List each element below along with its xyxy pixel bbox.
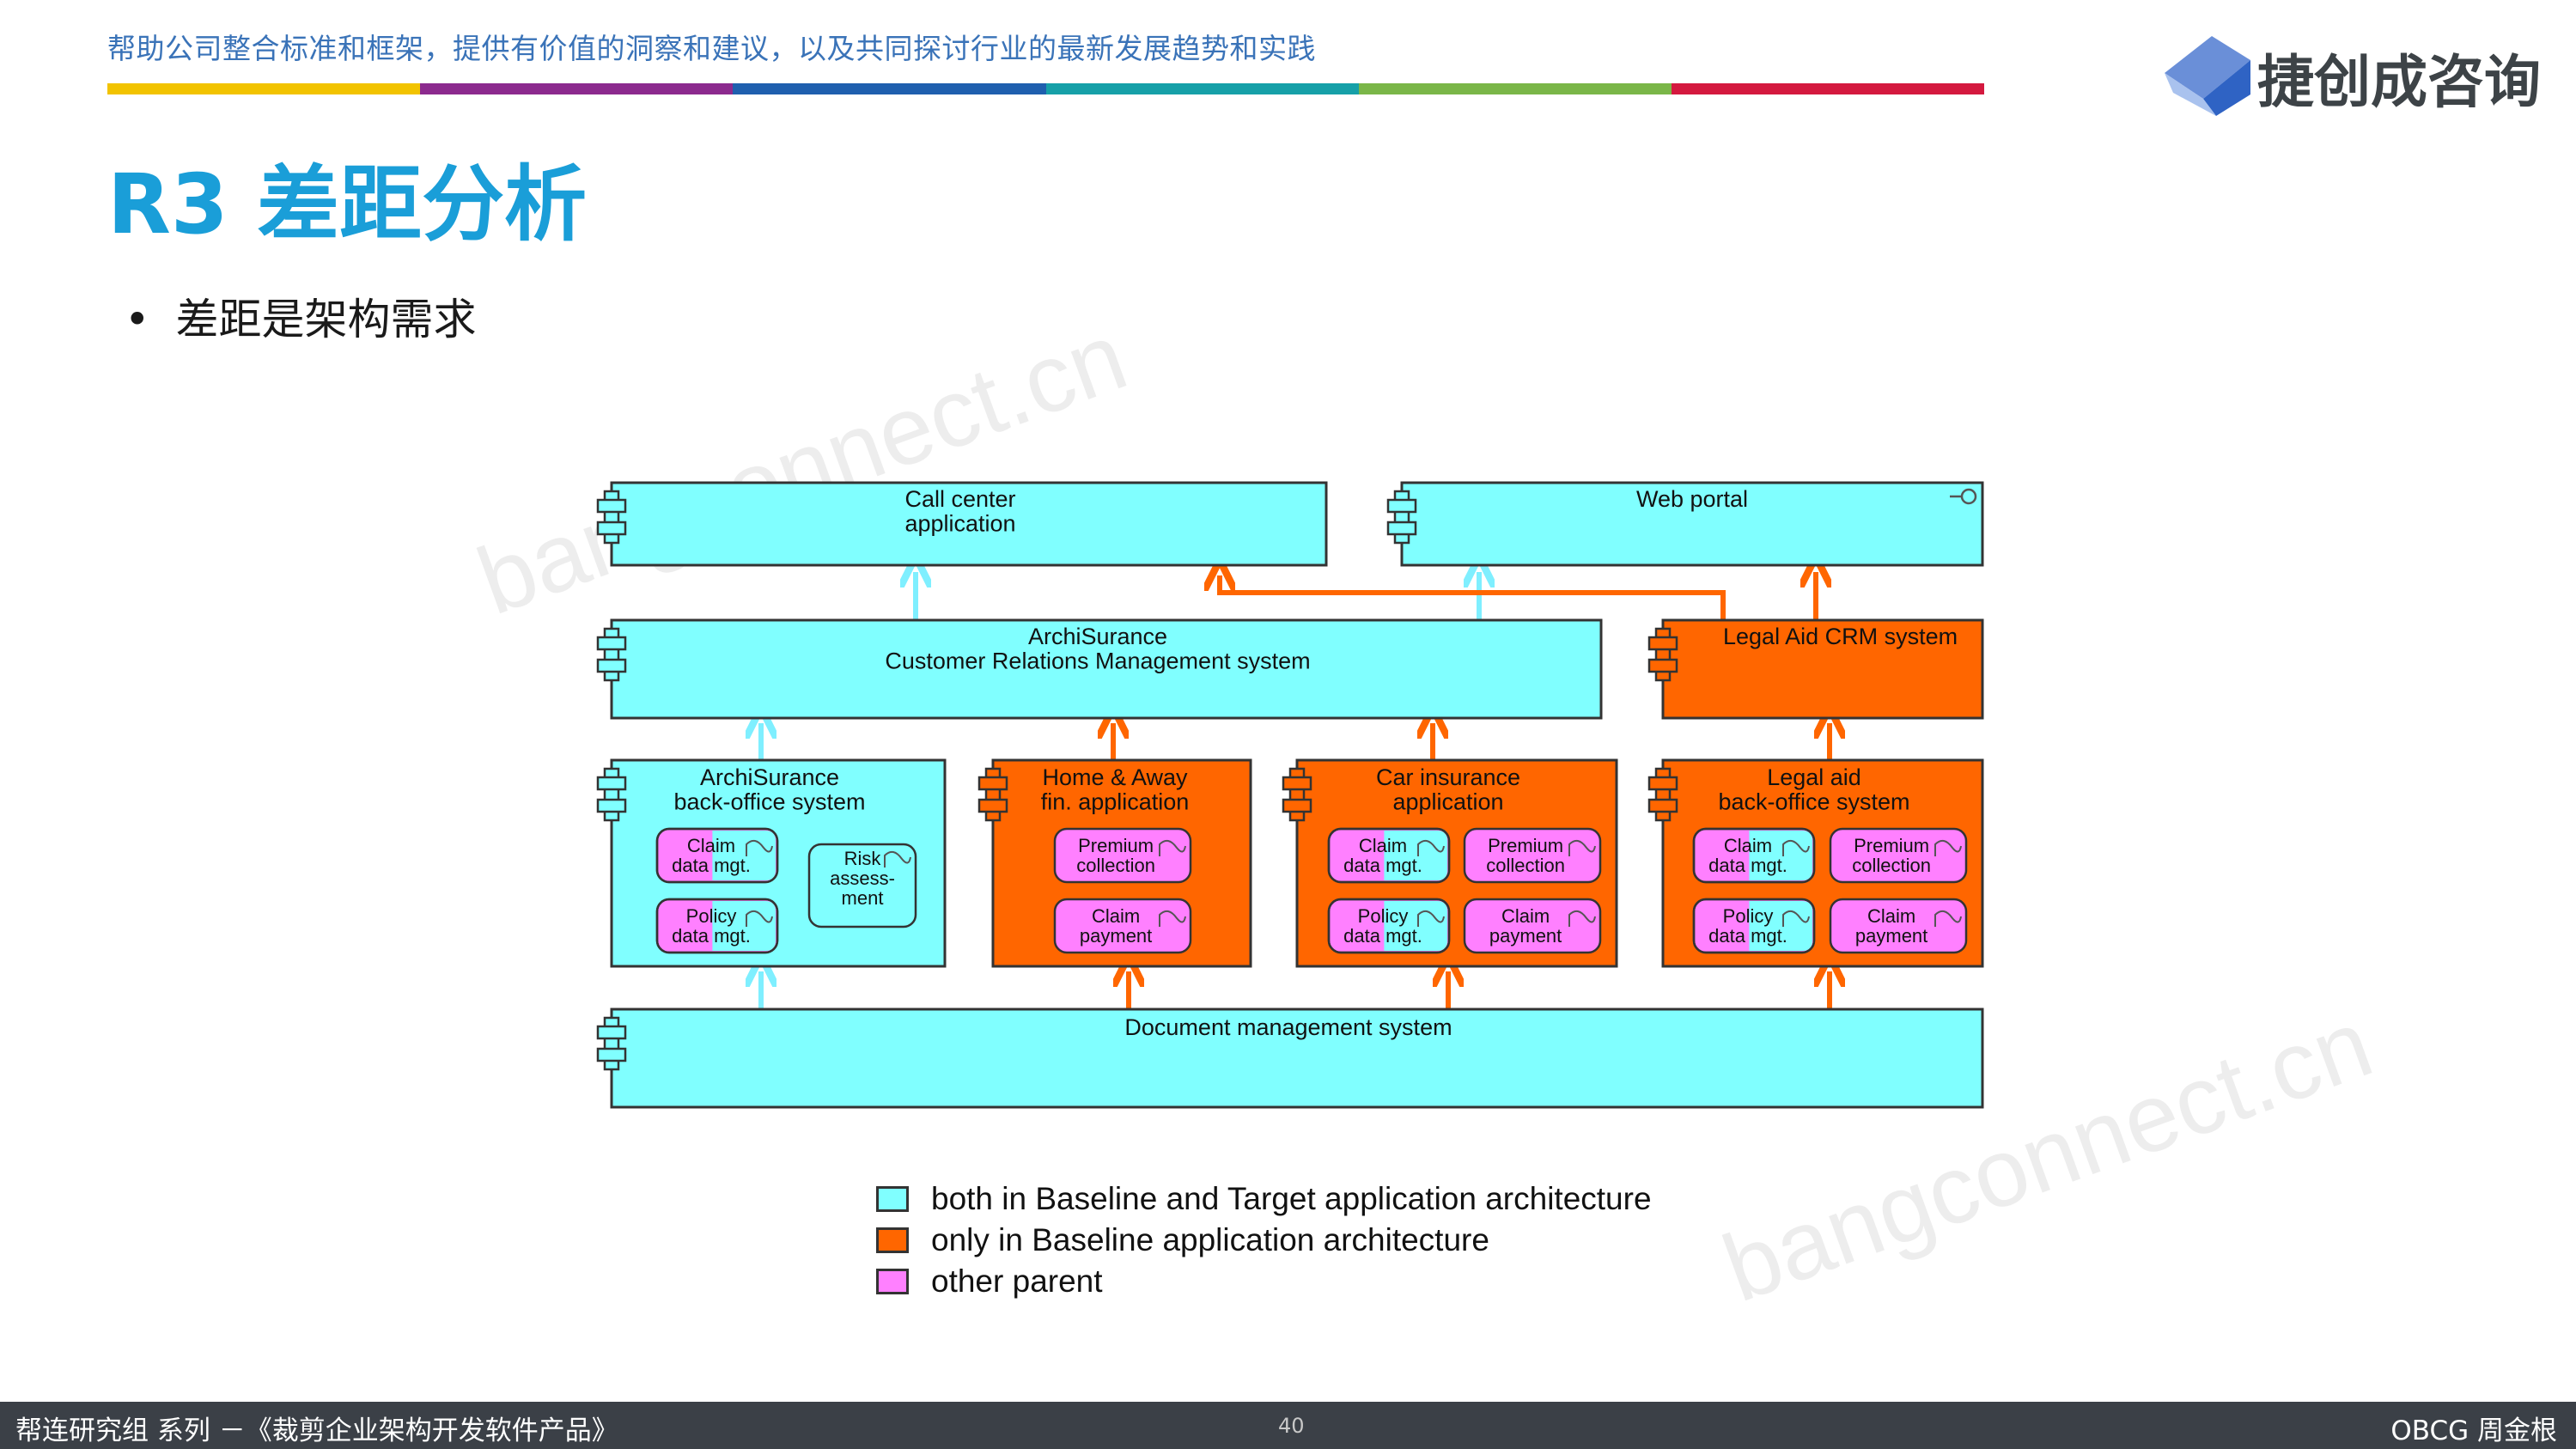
color-bar-segment bbox=[420, 83, 734, 94]
color-bar-segment bbox=[107, 83, 421, 94]
color-bar-segment bbox=[1045, 83, 1359, 94]
legend-item-baseline-only: only in Baseline application architectur… bbox=[876, 1220, 1652, 1261]
legend-label: other parent bbox=[931, 1263, 1103, 1299]
diagram-legend: both in Baseline and Target application … bbox=[876, 1178, 1652, 1302]
legend-label: both in Baseline and Target application … bbox=[931, 1181, 1652, 1216]
page-title: R3 差距分析 bbox=[107, 156, 588, 253]
footer-author: OBCG 周金根 bbox=[2390, 1416, 2557, 1446]
bullet-dot-icon: • bbox=[125, 295, 150, 344]
legend-swatch-cyan bbox=[876, 1186, 909, 1212]
web-portal-label: Web portal bbox=[1636, 486, 1748, 512]
bullet-text: 差距是架构需求 bbox=[175, 295, 477, 344]
arrow-legalcrm-to-callcenter bbox=[1220, 575, 1726, 620]
page-number: 40 bbox=[1278, 1414, 1305, 1438]
bullet-item: • 差距是架构需求 bbox=[125, 285, 477, 347]
header-tagline: 帮助公司整合标准和框架，提供有价值的洞察和建议，以及共同探讨行业的最新发展趋势和… bbox=[107, 32, 1316, 65]
legal-aid-crm-label: Legal Aid CRM system bbox=[1723, 624, 1958, 649]
header-color-bar bbox=[107, 83, 1985, 94]
document-mgmt-system-label: Document management system bbox=[1124, 1014, 1452, 1040]
legend-item-both: both in Baseline and Target application … bbox=[876, 1178, 1652, 1220]
legend-label: only in Baseline application architectur… bbox=[931, 1222, 1489, 1257]
document-mgmt-system: Document management system bbox=[596, 1008, 1984, 1109]
cube-icon bbox=[2165, 36, 2250, 116]
footer-bar: 帮连研究组 系列 －《裁剪企业架构开发软件产品》 40 OBCG 周金根 bbox=[0, 1402, 2576, 1449]
footer-series: 帮连研究组 系列 －《裁剪企业架构开发软件产品》 bbox=[15, 1416, 618, 1446]
legend-item-other-parent: other parent bbox=[876, 1261, 1652, 1302]
logo-text: 捷创成咨询 bbox=[2257, 49, 2541, 115]
color-bar-segment bbox=[1358, 83, 1672, 94]
legend-swatch-pink bbox=[876, 1269, 909, 1294]
color-bar-segment bbox=[733, 83, 1046, 94]
color-bar-segment bbox=[1671, 83, 1985, 94]
legal-aid-crm: Legal Aid CRM system bbox=[1647, 618, 1984, 720]
web-portal: Web portal bbox=[1386, 481, 1984, 567]
legend-swatch-orange bbox=[876, 1227, 909, 1253]
